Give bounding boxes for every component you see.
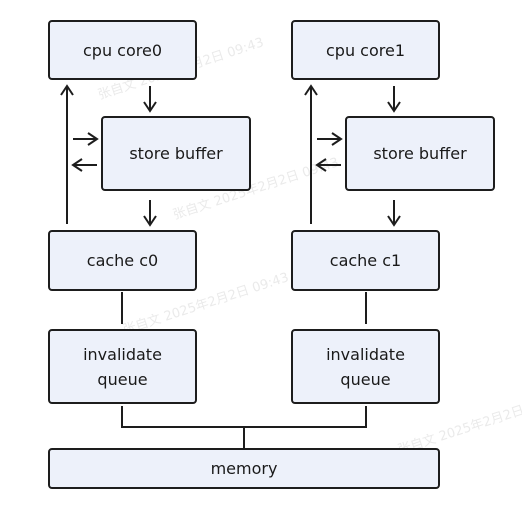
memory-box: memory [48,448,440,489]
invalidate-queue-0-box: invalidate queue [48,329,197,404]
store-buffer-1-box: store buffer [345,116,495,191]
cpu-core0-label: cpu core0 [82,40,162,60]
store-buffer-1-label: store buffer [373,144,467,163]
invalidate-queue-0-label: invalidate queue [83,344,162,389]
store-buffer-0-label: store buffer [129,144,223,163]
bus-invq-to-memory [121,406,367,428]
cache-c1-label: cache c1 [329,251,402,270]
memory-label: memory [210,459,278,478]
invalidate-queue-1-label: invalidate queue [326,344,405,389]
cache-c0-label: cache c0 [86,251,159,270]
cache-c0-box: cache c0 [48,230,197,291]
cpu-core0-box: cpu core0 [48,20,197,80]
store-buffer-0-box: store buffer [101,116,251,191]
cpu-core1-label: cpu core1 [325,40,405,60]
cache-c1-box: cache c1 [291,230,440,291]
invalidate-queue-1-box: invalidate queue [291,329,440,404]
cpu-core1-box: cpu core1 [291,20,440,80]
